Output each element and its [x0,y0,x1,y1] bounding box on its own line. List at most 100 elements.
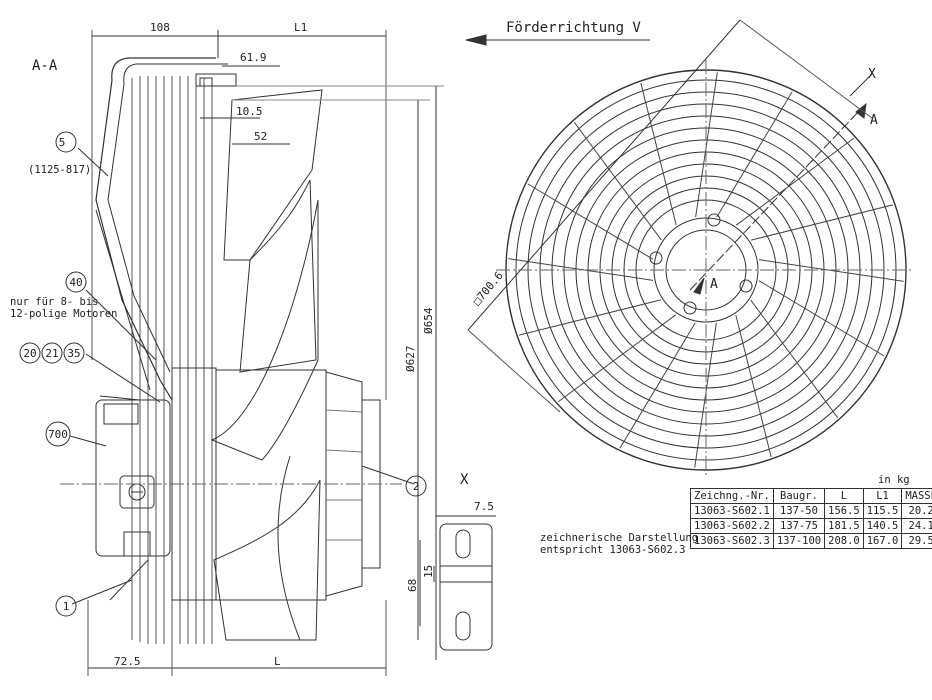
dim-label-654: Ø654 [422,307,435,334]
table-cell: 13063-S602.3 [690,533,774,549]
motor-body [215,369,327,601]
guard-spoke [750,204,894,241]
guard-strut-inner [107,63,228,373]
section-line-a [689,109,861,291]
guard-spoke [573,121,662,241]
table-cell: 24.1 [901,518,932,534]
table-cell: 13063-S602.2 [690,518,774,534]
table-header: L [824,488,864,504]
guard-spoke [518,299,662,336]
table-cell: 13063-S602.1 [690,503,774,519]
balloon-text-2: 2 [413,480,420,493]
guard-spoke [716,91,793,218]
fan-blade-mid [239,179,317,373]
terminal-lid [119,475,155,509]
hub-bolt-bottom [683,301,697,315]
dim-label-627: Ø627 [404,346,417,373]
balloon-700 [45,421,71,447]
balloon-1 [55,595,77,617]
section-label: A-A [32,58,58,74]
dim-label-68: 68 [406,579,419,592]
balloon-40 [65,271,87,293]
motor-note: nur für 8- bis 12-polige Motoren [10,296,117,320]
guard-spoke [527,183,654,260]
balloon-text-5: 5 [59,136,66,149]
terminal-top [103,403,139,425]
table-header: MASSE [901,488,932,504]
fan-blade-upper [223,89,323,261]
balloon-21 [41,342,63,364]
guard-spoke [735,314,772,458]
table-row: 13063-S602.2 137-75 181.5 140.5 24.1 [690,518,932,534]
balloon-text-40: 40 [69,276,82,289]
detail-x-slot-top [455,529,471,559]
table-cell: 115.5 [862,503,903,519]
motor-note-line1: nur für 8- bis [10,296,99,308]
detail-x-label: X [460,472,469,488]
balloon-2 [405,475,427,497]
representation-line1: zeichnerische Darstellung [540,532,699,544]
dim-label-L1: L1 [294,21,307,34]
detail-x-part [439,523,493,651]
dim-label-15: 15 [422,565,435,578]
table-cell: 137-100 [772,533,826,549]
hub-bolt-left [649,251,663,265]
variant-table: Zeichng.-Nr. Baugr. L L1 MASSE 13063-S60… [690,488,932,549]
dim-label-10-5: 10.5 [236,105,263,118]
blade-edge [277,455,301,641]
representation-line2: entspricht 13063-S602.3 [540,544,686,556]
fan-blade-bottom [213,479,321,641]
detail-x-slot-bottom [455,611,471,641]
guard-spoke [640,82,677,226]
table-header: Zeichng.-Nr. [690,488,774,504]
balloon-text-20: 20 [23,347,36,360]
dim-label-700-6: □700.6 [470,269,506,308]
fan-blade-lower [210,199,319,461]
flow-direction-label: Förderrichtung V [506,20,641,36]
table-cell: 156.5 [824,503,864,519]
guard-spoke [735,137,855,226]
motor-note-line2: 12-polige Motoren [10,308,118,320]
balloon-text-700: 700 [48,428,68,441]
view-x-label: X [868,67,876,82]
table-row: 13063-S602.1 137-50 156.5 115.5 20.2 [690,503,932,519]
guard-spoke [557,314,677,403]
dim-label-L: L [274,655,281,668]
dim-label-7-5: 7.5 [474,500,494,513]
hub-bolt-top [707,213,721,227]
table-cell: 167.0 [862,533,903,549]
section-a-label-top: A [870,113,878,128]
balloon-text-1: 1 [63,600,70,613]
table-cell: 140.5 [862,518,903,534]
strut-lower [95,209,151,601]
strut-joint [99,395,141,401]
balloon-5 [55,131,77,153]
dim-label-61-9: 61.9 [240,51,267,64]
dim-label-108: 108 [150,21,170,34]
motor-ribs [325,409,363,541]
balloon-20 [19,342,41,364]
section-a-label-center: A [710,277,718,292]
dim-label-72-5: 72.5 [114,655,141,668]
hub-bolt-right [739,279,753,293]
dim-700-6-a [467,19,741,331]
part5-ref: (1125-817) [28,164,92,176]
dim-label-52: 52 [254,130,267,143]
table-cell: 137-50 [772,503,826,519]
balloon-text-35: 35 [67,347,80,360]
terminal-box [95,399,171,557]
balloon-35 [63,342,85,364]
unit-label: in kg [878,474,910,486]
table-header: Baugr. [772,488,826,504]
table-cell: 208.0 [824,533,864,549]
table-cell: 137-75 [772,518,826,534]
guard-spokes [508,72,904,468]
table-row: 13063-S602.3 137-100 208.0 167.0 29.5 [690,533,932,549]
table-header: L1 [862,488,903,504]
guard-strut [95,57,216,401]
flow-arrowhead [465,34,487,46]
representation-note: zeichnerische Darstellung entspricht 130… [540,532,698,556]
guard-flange [195,73,237,87]
